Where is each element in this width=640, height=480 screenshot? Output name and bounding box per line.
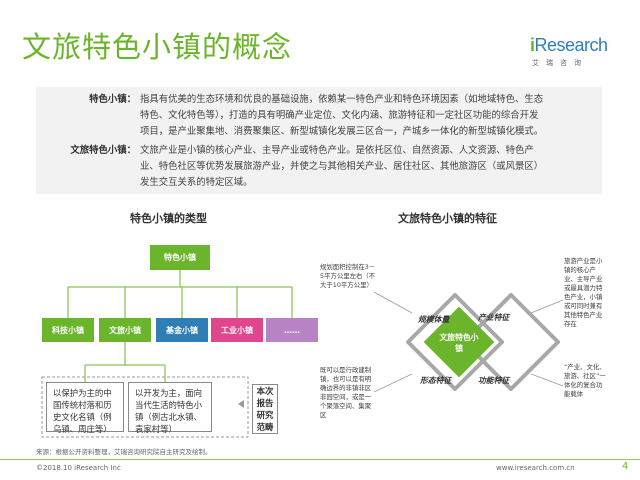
center-green-diamond [423,306,495,378]
feature-label-scale: 规模体量 [418,315,450,324]
definition-term: 文旅特色小镇： [70,145,136,156]
desc-development-towns: 以开发为主，面向当代生活的特色小镇（例古北水镇、袁家村等） [128,382,212,434]
definition-line: 项目，是产业聚集地、消费聚集区、新型城镇化发展三区合一，产城乡一体化的新型城镇化… [140,126,544,137]
types-section-title: 特色小镇的类型 [130,212,207,225]
node-gongye-xiaozhen: 工业小镇 [211,318,263,342]
logo-main: Research [534,35,609,55]
page-number: 4 [622,461,629,472]
definition-text: 文旅产业是小镇的核心产业、主导产业或特色产业。是依托区位、自然资源、人文资源、特… [140,143,594,191]
definition-line: 指具有优美的生态环境和优良的基础设施，依赖某一特色产业和特色环境因素（如地域特色… [140,94,544,105]
website-url: www.iresearch.com.cn [496,464,575,472]
definitions-box: 特色小镇： 指具有优美的生态环境和优良的基础设施，依赖某一特色产业和特色环境因素… [36,87,602,194]
feature-text-industry: 旅游产业是小镇的核心产业、主导产业或最具潜力特色产业，小镇或可同时兼有其他特色产… [564,257,603,328]
feature-label-form: 形态特征 [420,376,452,385]
feature-diamond-left [406,293,504,391]
pointer-industry [530,299,564,314]
definition-text: 指具有优美的生态环境和优良的基础设施，依赖某一特色产业和特色环境因素（如地域特色… [140,92,594,140]
definition-line: 发生交互关系的特定区域。 [140,177,253,188]
copyright: ©2018.10 iResearch Inc [36,464,121,472]
desc-protection-towns: 以保护为主的中国传统村落和历史文化名镇（例乌镇、周庄等） [46,382,124,434]
scope-arrow-icon [238,400,244,408]
feature-text-scale: 规划面积控制在3－5平方公里左右（不大于10平方公里） [320,263,376,289]
definition-line: 业、特色社区等优势发展旅游产业，并使之与其他相关产业、居住社区、其他旅游区（或风… [140,161,544,172]
feature-label-industry: 产业特征 [478,313,510,322]
features-center-label: 文旅特色小镇 [439,333,479,353]
iresearch-logo: iResearch 艾瑞咨询 [530,36,630,68]
definition-line: 特色、文化特色等），打造的具有明确产业定位、文化内涵、旅游特征和一定社区功能的综… [140,110,539,121]
feature-text-form: 既可以是行政建制镇，也可以是有明确边界的非镇非区非园空间，或是一个聚落空间、集聚… [320,366,372,419]
node-wenlv-xiaozhen: 文旅小镇 [99,318,151,342]
node-jijin-xiaozhen: 基金小镇 [156,318,208,342]
pointer-function [530,373,564,387]
logo-prefix: i [530,35,535,55]
page-title: 文旅特色小镇的概念 [22,30,293,64]
pointer-form [373,373,413,393]
pointer-scale [373,291,413,314]
definition-line: 文旅产业是小镇的核心产业、主导产业或特色产业。是依托区位、自然资源、人文资源、特… [140,145,534,156]
node-root-tese-xiaozhen: 特色小镇 [150,245,210,270]
definition-term: 特色小镇： [89,94,136,105]
scope-dashed-frame [41,376,249,438]
feature-label-function: 功能特征 [478,376,510,385]
footer-divider [0,459,640,460]
feature-text-function: “产业、文化、旅游、社区”一体化的复合功能载体 [564,363,606,398]
source-note: 来源：根据公开资料整理，艾瑞咨询研究院自主研究及绘制。 [36,448,212,456]
logo-subtitle: 艾瑞咨询 [532,59,588,67]
node-more: …… [266,318,318,342]
node-keji-xiaozhen: 科技小镇 [42,318,94,342]
features-section-title: 文旅特色小镇的特征 [398,212,497,225]
report-scope-box: 本次报告研究范畴 [252,384,278,434]
feature-diamond-right [462,293,560,391]
